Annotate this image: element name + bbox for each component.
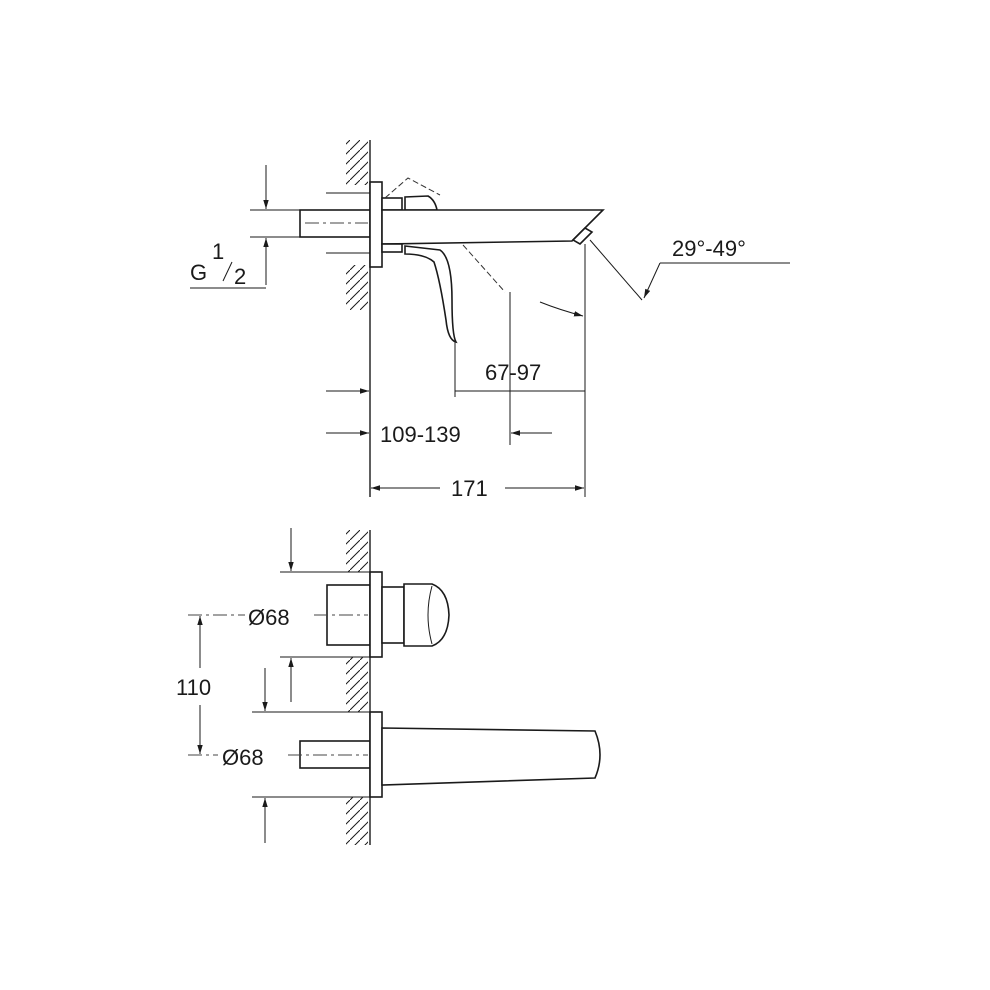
handle-base <box>381 197 403 211</box>
thread-numerator: 1 <box>212 239 224 264</box>
dim-109-139: 109-139 <box>380 422 461 447</box>
lever <box>404 245 458 344</box>
wall-hatch-3 <box>346 797 368 845</box>
handle-top <box>404 195 438 211</box>
angle-leader <box>643 262 661 299</box>
thread-label: G <box>190 260 207 285</box>
spacing-110: 110 <box>176 675 211 700</box>
dim-67-97: 67-97 <box>485 360 541 385</box>
lever-rotated-ghost <box>462 244 506 293</box>
installation-view: Ø68 110 Ø68 <box>176 528 601 845</box>
handle-rotated-ghost <box>384 177 441 199</box>
lower-flange <box>369 711 383 798</box>
diameter-upper: Ø68 <box>248 605 290 630</box>
angle-arc-arrow <box>539 301 584 317</box>
lower-pipe <box>299 740 371 769</box>
wall-hatch-top <box>346 140 368 185</box>
angle-line <box>589 239 643 301</box>
lever-base <box>381 243 403 253</box>
handle-collar <box>381 586 405 644</box>
side-view: G 1 2 29°-49° 67-97 109-139 171 <box>190 140 790 501</box>
wall-flange <box>369 181 383 268</box>
spout-front <box>381 727 601 786</box>
diameter-lower: Ø68 <box>222 745 264 770</box>
handle-knob <box>403 583 450 647</box>
thread-fraction-slash <box>222 261 233 282</box>
wall-hatch-2 <box>346 657 368 712</box>
knob-edge <box>427 585 433 645</box>
aerator <box>571 227 594 245</box>
spout <box>381 209 605 245</box>
wall-hatch-bottom <box>346 265 368 310</box>
wall-hatch-1 <box>346 530 368 572</box>
angle-label: 29°-49° <box>672 236 746 261</box>
thread-denominator: 2 <box>234 264 246 289</box>
dim-171: 171 <box>451 476 488 501</box>
upper-flange <box>369 571 383 658</box>
